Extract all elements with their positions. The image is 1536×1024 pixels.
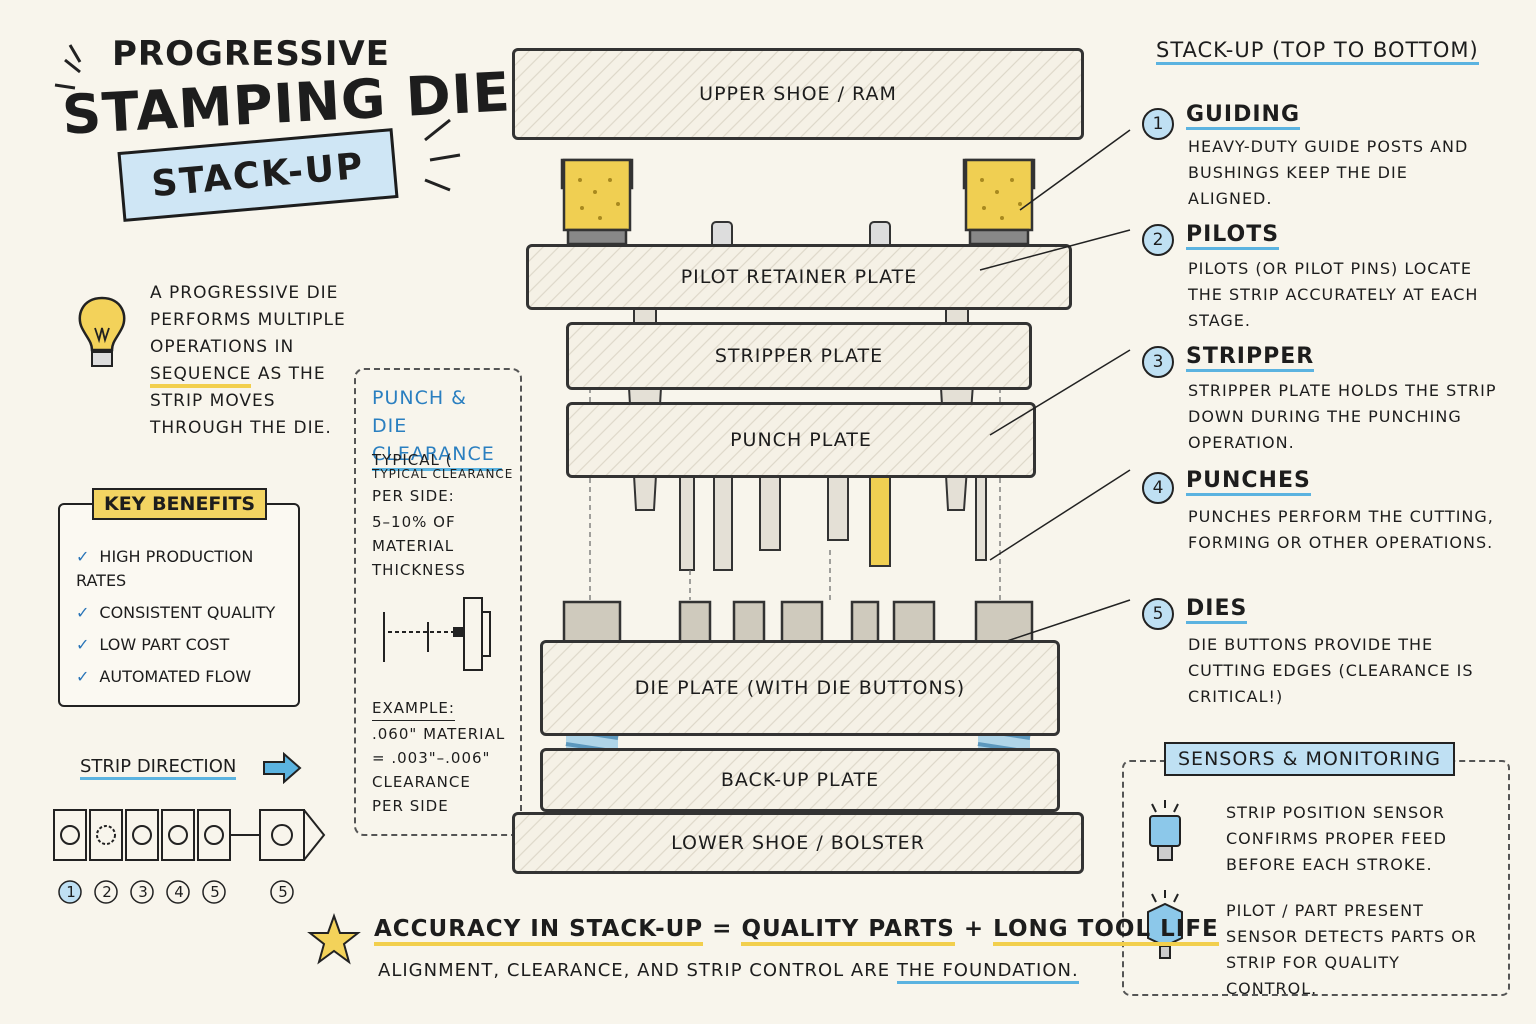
lightbulb-icon: [78, 296, 126, 367]
backup-plate: BACK-UP PLATE: [540, 748, 1060, 812]
step-desc-punches: PUNCHES PERFORM THE CUTTING, FORMING OR …: [1188, 507, 1494, 552]
arrow-right-icon: [263, 752, 302, 784]
step-title-dies: DIES: [1186, 596, 1248, 624]
station-number: 1: [66, 883, 76, 901]
lower-shoe-plate: LOWER SHOE / BOLSTER: [512, 812, 1084, 874]
punch-plate: PUNCH PLATE: [566, 402, 1036, 478]
step-title-stripper: STRIPPER: [1186, 344, 1315, 372]
stack-up-banner: STACK-UP: [117, 128, 399, 222]
station-number: 5: [210, 883, 220, 901]
burst-lines-icon: [54, 44, 82, 90]
key-benefits-box: ✓HIGH PRODUCTION RATES ✓CONSISTENT QUALI…: [58, 503, 300, 707]
step-number-3: 3: [1142, 346, 1174, 378]
sensor-icon: [1147, 890, 1183, 959]
clearance-example-line: PER SIDE: [372, 797, 449, 815]
clearance-example-line: = .003"–.006": [372, 749, 491, 767]
check-icon: ✓: [76, 667, 90, 686]
stack-up-heading: STACK-UP (TOP TO BOTTOM): [1156, 38, 1479, 65]
benefit-item: ✓HIGH PRODUCTION RATES: [76, 547, 254, 590]
clearance-per-side: PER SIDE:: [372, 487, 455, 505]
intro-text-after: AS THE STRIP MOVES THROUGH THE DIE.: [150, 364, 332, 438]
station-number: 5: [278, 883, 288, 901]
step-desc-dies: DIE BUTTONS PROVIDE THE CUTTING EDGES (C…: [1188, 635, 1474, 706]
benefit-item: ✓LOW PART COST: [76, 635, 230, 654]
pilot-retainer-plate: PILOT RETAINER PLATE: [526, 244, 1072, 310]
benefit-item: ✓AUTOMATED FLOW: [76, 667, 252, 686]
sensor-strip-position: STRIP POSITION SENSOR CONFIRMS PROPER FE…: [1226, 803, 1447, 874]
title-line-1: PROGRESSIVE: [112, 34, 390, 74]
check-icon: ✓: [76, 635, 90, 654]
clearance-percent: 5–10% OF: [372, 513, 456, 531]
strip-direction-label: STRIP DIRECTION: [80, 756, 237, 780]
clearance-title: PUNCH & DIE CLEARANCE: [372, 384, 502, 471]
burst-lines-icon: [424, 118, 461, 192]
clearance-box: [354, 368, 522, 836]
sensor-part-present: PILOT / PART PRESENT SENSOR DETECTS PART…: [1226, 901, 1477, 998]
clearance-example-line: .060" MATERIAL: [372, 725, 506, 743]
clearance-example-line: CLEARANCE: [372, 773, 471, 791]
step-title-guiding: GUIDING: [1186, 102, 1301, 130]
step-desc-pilots: PILOTS (OR PILOT PINS) LOCATE THE STRIP …: [1188, 259, 1479, 330]
clearance-typical-overlap: TYPICAL CLEARANCE: [372, 467, 514, 481]
step-title-pilots: PILOTS: [1186, 222, 1280, 250]
leader-lines: [979, 129, 1131, 640]
die-plate: DIE PLATE (WITH DIE BUTTONS): [540, 640, 1060, 736]
intro-paragraph: A PROGRESSIVE DIE PERFORMS MULTIPLE OPER…: [150, 280, 350, 442]
sensors-title: SENSORS & MONITORING: [1164, 742, 1455, 776]
step-number-4: 4: [1142, 472, 1174, 504]
clearance-example-label: EXAMPLE:: [372, 696, 455, 721]
station-number: 2: [102, 883, 112, 901]
sensor-icon: [1149, 800, 1181, 861]
step-desc-guiding: HEAVY-DUTY GUIDE POSTS AND BUSHINGS KEEP…: [1188, 137, 1469, 208]
accuracy-statement: ACCURACY IN STACK-UP = QUALITY PARTS + L…: [374, 916, 1219, 946]
stripper-plate: STRIPPER PLATE: [566, 322, 1032, 390]
upper-shoe-plate: UPPER SHOE / RAM: [512, 48, 1084, 140]
step-number-1: 1: [1142, 108, 1174, 140]
clearance-material: MATERIAL: [372, 537, 455, 555]
step-title-punches: PUNCHES: [1186, 468, 1311, 496]
check-icon: ✓: [76, 603, 90, 622]
intro-highlight: SEQUENCE: [150, 364, 252, 388]
intro-text-before: A PROGRESSIVE DIE PERFORMS MULTIPLE OPER…: [150, 283, 346, 357]
strip-diagram: [53, 809, 326, 904]
clearance-thickness: THICKNESS: [372, 561, 466, 579]
clearance-sketch: [383, 597, 491, 671]
check-icon: ✓: [76, 547, 90, 566]
star-icon: [307, 912, 361, 965]
clearance-typical: TYPICAL (: [372, 451, 453, 469]
benefit-item: ✓CONSISTENT QUALITY: [76, 603, 276, 622]
step-number-5: 5: [1142, 598, 1174, 630]
station-number: 3: [138, 883, 148, 901]
step-number-2: 2: [1142, 224, 1174, 256]
foundation-note: ALIGNMENT, CLEARANCE, AND STRIP CONTROL …: [378, 960, 1079, 984]
key-benefits-title: KEY BENEFITS: [92, 488, 268, 520]
step-desc-stripper: STRIPPER PLATE HOLDS THE STRIP DOWN DURI…: [1188, 381, 1497, 452]
station-number: 4: [174, 883, 184, 901]
